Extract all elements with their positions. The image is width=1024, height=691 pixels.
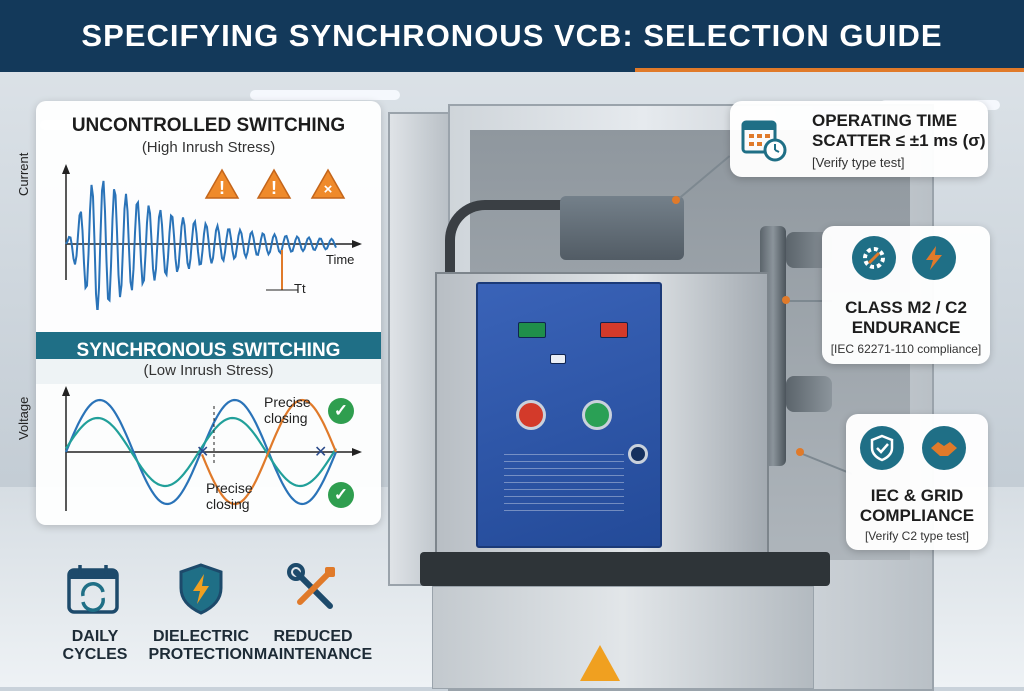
cable-hose xyxy=(445,200,575,300)
uncontrolled-subtitle: (High Inrush Stress) xyxy=(141,139,276,156)
shield-bolt-icon xyxy=(179,563,223,615)
precise-closing-label-upper: Precise closing xyxy=(264,394,311,426)
header-accent xyxy=(0,68,1024,72)
check-icon: ✓ xyxy=(328,398,354,424)
warning-triangle-icon: ! xyxy=(256,168,292,199)
switching-comparison-card: UNCONTROLLED SWITCHING (High Inrush Stre… xyxy=(36,101,381,525)
uncontrolled-title: UNCONTROLLED SWITCHING xyxy=(71,115,346,136)
check-icon: ✓ xyxy=(328,482,354,508)
svg-text:!: ! xyxy=(219,178,225,198)
calendar-clock-icon xyxy=(741,120,787,162)
wrench-screwdriver-icon xyxy=(287,563,335,609)
closing-current-wave xyxy=(200,398,338,506)
handshake-icon xyxy=(922,426,966,470)
callout-dot xyxy=(672,196,680,204)
zero-crossing-mark: ✕ xyxy=(314,444,327,461)
shield-check-icon xyxy=(860,426,904,470)
operating-time-title: OPERATING TIME xyxy=(812,111,958,130)
lower-compartment xyxy=(432,586,814,689)
callout-dot xyxy=(796,448,804,456)
inrush-current-wave xyxy=(65,180,337,310)
actuator-unit xyxy=(560,196,684,260)
warning-icon xyxy=(580,645,620,681)
zero-crossing-mark: ✕ xyxy=(196,444,209,461)
time-axis-label: Time xyxy=(326,252,355,267)
compliance-title: IEC & GRID xyxy=(870,486,964,505)
uncontrolled-waveform-chart xyxy=(62,164,362,310)
endurance-callout: CLASS M2 / C2 ENDURANCE [IEC 62271-110 c… xyxy=(822,226,990,364)
operating-time-scatter: SCATTER ≤ ±1 ms (σ) xyxy=(812,131,986,150)
operating-time-callout: OPERATING TIME SCATTER ≤ ±1 ms (σ) [Veri… xyxy=(730,101,988,177)
compliance-subtitle: COMPLIANCE xyxy=(859,506,975,525)
fault-triangle-icon: × xyxy=(310,168,346,199)
truck-rail xyxy=(420,552,830,586)
bushing-lower xyxy=(786,376,832,412)
open-button xyxy=(516,400,546,430)
calendar-cycle-icon xyxy=(67,565,119,614)
charging-port xyxy=(628,444,648,464)
closed-indicator xyxy=(518,322,546,338)
gear-wrench-icon xyxy=(852,236,896,280)
svg-text:!: ! xyxy=(271,178,277,198)
synchronous-subtitle: (Low Inrush Stress) xyxy=(143,362,274,379)
nameplate-text xyxy=(504,454,624,514)
synchronous-title: SYNCHRONOUS SWITCHING xyxy=(76,340,341,361)
endurance-title: ENDURANCE xyxy=(851,318,961,337)
delta-label: Tt xyxy=(294,281,306,296)
svg-text:×: × xyxy=(324,181,333,198)
counter-window xyxy=(550,354,566,364)
callout-connector xyxy=(786,300,832,302)
voltage-wave-phase-a xyxy=(64,398,338,506)
operating-time-note: [Verify type test] xyxy=(812,155,905,170)
compliance-note: [Verify C2 type test] xyxy=(864,529,970,543)
lightning-icon xyxy=(912,236,956,280)
endurance-class: CLASS M2 / C2 xyxy=(845,298,967,317)
vcb-control-panel xyxy=(476,282,662,548)
callout-dot xyxy=(782,296,790,304)
synchronous-subtitle-band: (Low Inrush Stress) xyxy=(36,359,381,384)
close-button xyxy=(582,400,612,430)
warning-triangle-icon: ! xyxy=(204,168,240,199)
current-axis-label: Current xyxy=(16,152,31,196)
precise-closing-label-lower: Precise closing xyxy=(206,480,253,512)
compliance-callout: IEC & GRID COMPLIANCE [Verify C2 type te… xyxy=(846,414,988,550)
endurance-note: [IEC 62271-110 compliance] xyxy=(830,342,982,356)
page-title: SPECIFYING SYNCHRONOUS VCB: SELECTION GU… xyxy=(81,18,943,53)
open-indicator xyxy=(600,322,628,338)
voltage-wave-phase-b xyxy=(65,416,337,488)
header-bar: SPECIFYING SYNCHRONOUS VCB: SELECTION GU… xyxy=(0,0,1024,72)
voltage-axis-label: Voltage xyxy=(16,396,31,440)
synchronous-waveform-chart: ✕ ✕ xyxy=(62,386,362,511)
